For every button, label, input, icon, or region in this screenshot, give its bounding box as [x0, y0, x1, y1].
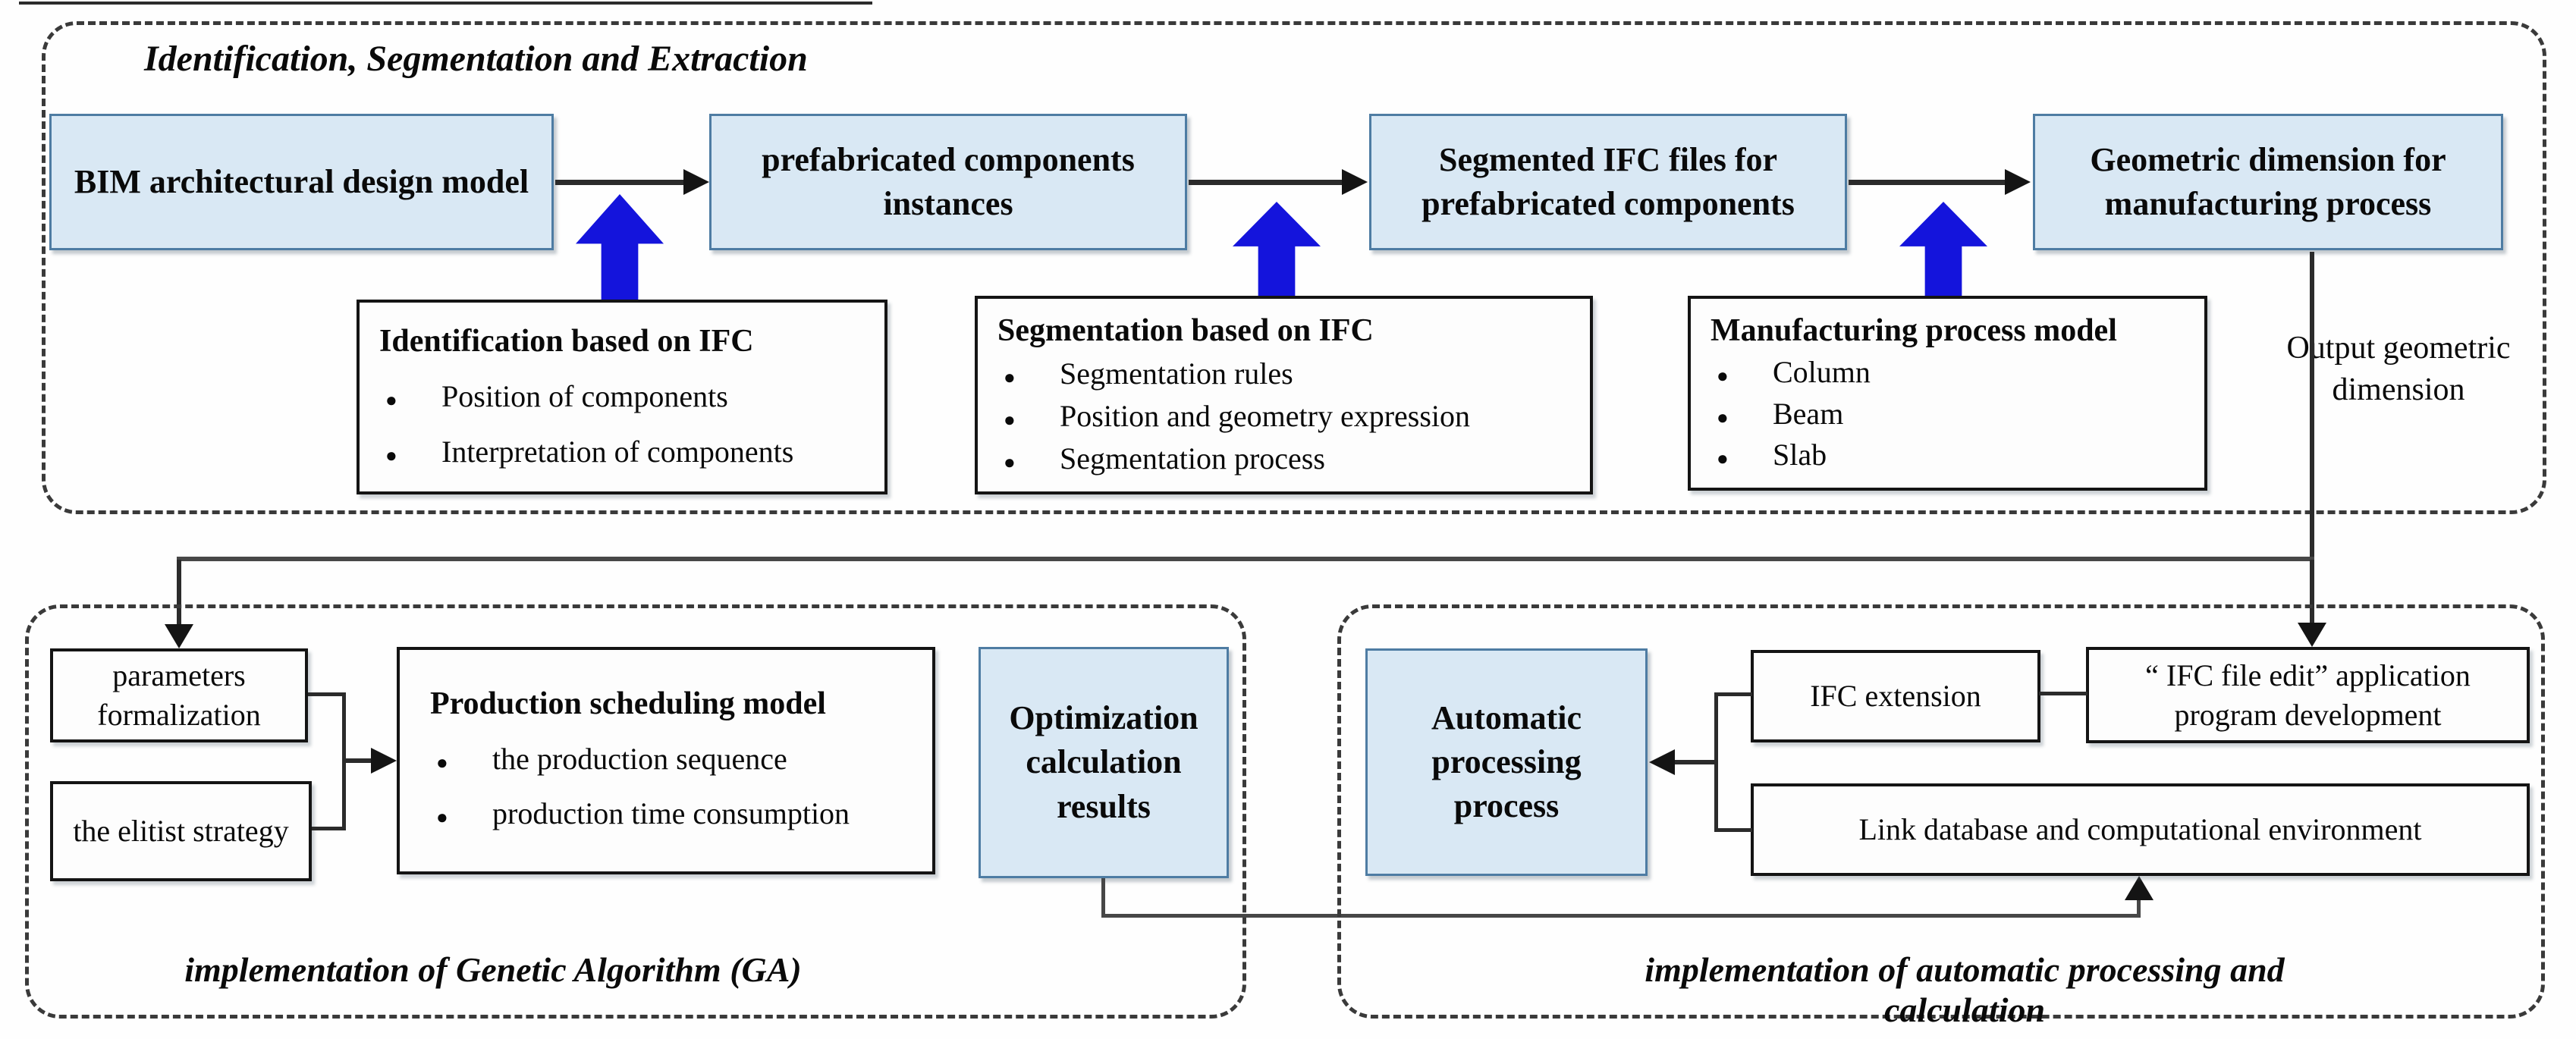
- arrowhead-linkdb-icon: [2125, 876, 2153, 900]
- arrowhead-parameters-icon: [165, 624, 193, 648]
- box-prefab-instances: prefabricated components instances: [709, 114, 1187, 250]
- list-item: Slab: [1711, 437, 2185, 472]
- list-item: the production sequence: [430, 741, 913, 777]
- connector-geometric-down: [2310, 252, 2314, 560]
- top-crop-line: [19, 2, 872, 5]
- box-elitist-strategy: the elitist strategy: [50, 781, 312, 881]
- list-item: production time consumption: [430, 796, 913, 831]
- bullet-icon: [1711, 396, 1773, 432]
- arrowhead-ifc-edit-icon: [2298, 623, 2326, 647]
- arrowhead-2-icon: [1342, 169, 1368, 195]
- box-link-database: Link database and computational environm…: [1751, 783, 2530, 876]
- bracket-auto-stub-top: [1714, 692, 1752, 696]
- list-item-label: production time consumption: [492, 796, 850, 831]
- list-item-label: Beam: [1773, 396, 1844, 431]
- bullet-icon: [1711, 437, 1773, 472]
- bullet-icon: [379, 378, 441, 414]
- list-item: Interpretation of components: [379, 434, 865, 469]
- output-geometric-dimension-label: Output geometric dimension: [2286, 331, 2511, 407]
- note-manufacturing: Manufacturing process model Column Beam …: [1688, 296, 2207, 491]
- list-item-label: Position of components: [441, 379, 728, 414]
- flow-line-3: [1849, 180, 2006, 185]
- list-item: Segmentation process: [997, 441, 1570, 476]
- connector-opt-down: [1101, 878, 1105, 918]
- bracket-auto-stub-bottom: [1714, 828, 1752, 832]
- flow-line-2: [1189, 180, 1343, 185]
- ga-section-caption: implementation of Genetic Algorithm (GA): [184, 950, 802, 989]
- list-item-label: Slab: [1773, 438, 1827, 472]
- bracket-auto-arrow-line: [1673, 760, 1716, 764]
- box-automatic-processing: Automatic processing process: [1365, 648, 1648, 876]
- note-segmentation-title: Segmentation based on IFC: [997, 313, 1374, 349]
- arrowhead-scheduling-icon: [371, 748, 397, 774]
- ga-section-border: [25, 604, 1246, 1019]
- connector-to-parameters: [177, 560, 181, 626]
- arrowhead-3-icon: [2005, 169, 2031, 195]
- connector-opt-up: [2137, 898, 2141, 918]
- list-item: Position and geometry expression: [997, 398, 1570, 434]
- list-item-label: Column: [1773, 355, 1871, 390]
- box-ifc-extension: IFC extension: [1751, 650, 2040, 742]
- list-item: Segmentation rules: [997, 356, 1570, 391]
- box-optimization-results: Optimization calculation results: [979, 647, 1229, 878]
- connector-ext-to-edit: [2039, 692, 2088, 695]
- list-item: Position of components: [379, 378, 865, 414]
- bullet-icon: [379, 434, 441, 469]
- bracket-ga-arrow-line: [342, 758, 374, 763]
- list-item: Column: [1711, 354, 2185, 390]
- arrowhead-1-icon: [683, 169, 709, 195]
- bracket-ga-stub-bottom: [312, 827, 346, 830]
- box-parameters-formalization: parameters formalization: [50, 648, 308, 742]
- note-manufacturing-title: Manufacturing process model: [1711, 312, 2117, 348]
- box-segmented-ifc: Segmented IFC files for prefabricated co…: [1369, 114, 1847, 250]
- bullet-icon: [430, 796, 492, 831]
- connector-cross-horizontal: [177, 557, 2314, 561]
- box-production-scheduling: Production scheduling model the producti…: [397, 647, 935, 874]
- production-scheduling-title: Production scheduling model: [430, 686, 826, 721]
- connector-to-ifc-edit: [2310, 560, 2314, 624]
- bracket-ga-stub-top: [308, 692, 346, 696]
- note-identification: Identification based on IFC Position of …: [357, 300, 887, 494]
- box-geometric-dimension: Geometric dimension for manufacturing pr…: [2033, 114, 2503, 250]
- bullet-icon: [997, 398, 1060, 434]
- bullet-icon: [430, 741, 492, 777]
- list-item-label: Segmentation rules: [1060, 356, 1293, 391]
- top-section-border: [42, 21, 2546, 514]
- list-item-label: Position and geometry expression: [1060, 398, 1471, 433]
- note-identification-title: Identification based on IFC: [379, 323, 754, 359]
- flow-line-1: [555, 180, 686, 185]
- auto-section-caption: implementation of automatic processing a…: [1645, 950, 2285, 1029]
- top-section-title: Identification, Segmentation and Extract…: [144, 39, 808, 79]
- bullet-icon: [997, 441, 1060, 476]
- box-bim-model: BIM architectural design model: [49, 114, 554, 250]
- note-segmentation: Segmentation based on IFC Segmentation r…: [975, 296, 1593, 494]
- arrowhead-automatic-icon: [1649, 749, 1675, 775]
- bullet-icon: [1711, 354, 1773, 390]
- box-ifc-file-edit: “ IFC file edit” application program dev…: [2086, 647, 2530, 743]
- bullet-icon: [997, 356, 1060, 391]
- bracket-auto-vertical: [1714, 692, 1718, 832]
- list-item-label: Interpretation of components: [441, 435, 794, 469]
- auto-section-border: [1337, 604, 2545, 1019]
- list-item-label: the production sequence: [492, 741, 787, 776]
- connector-opt-horizontal: [1101, 914, 2141, 918]
- list-item: Beam: [1711, 396, 2185, 432]
- list-item-label: Segmentation process: [1060, 441, 1325, 476]
